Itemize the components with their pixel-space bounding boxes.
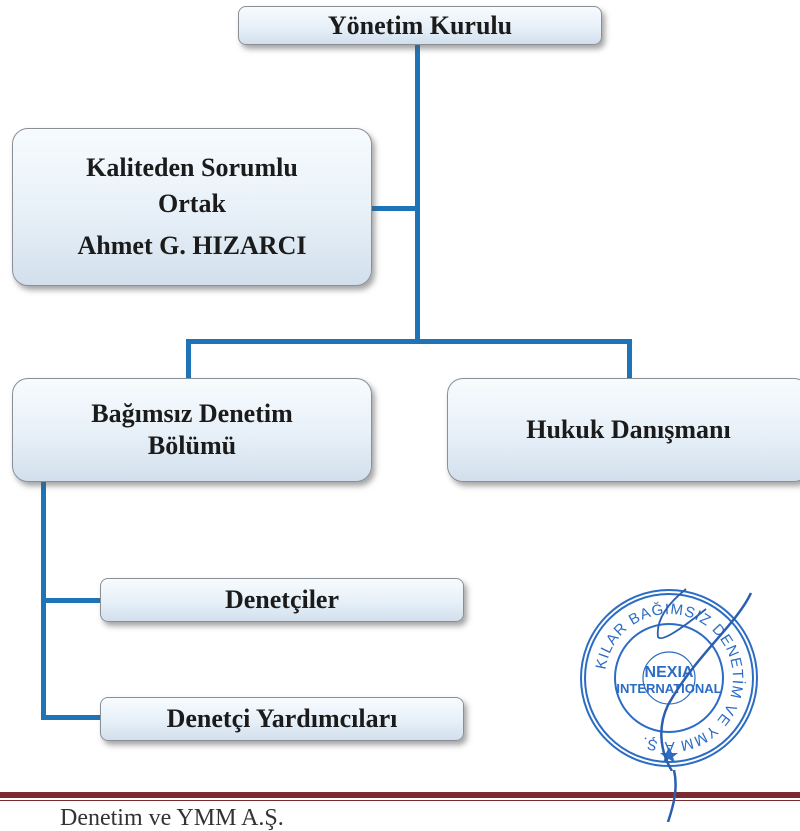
signature-tail xyxy=(666,770,677,822)
connector-audit-drop xyxy=(186,339,191,379)
connector-horizontal-split xyxy=(186,339,632,344)
connector-legal-drop xyxy=(627,339,632,379)
assistant-auditors-label: Denetçi Yardımcıları xyxy=(166,704,398,733)
legal-advisor-label: Hukuk Danışmanı xyxy=(526,415,731,444)
footer-text: Denetim ve YMM A.Ş. xyxy=(60,805,284,831)
quality-partner-line2: Ortak xyxy=(158,189,226,218)
auditors-box: Denetçiler xyxy=(100,578,464,622)
board-label: Yönetim Kurulu xyxy=(327,10,513,40)
assistant-auditors-box: Denetçi Yardımcıları xyxy=(100,697,464,741)
connector-assistant-auditors xyxy=(41,715,101,720)
legal-advisor-box: Hukuk Danışmanı xyxy=(447,378,800,482)
audit-department-box: Bağımsız Denetim Bölümü xyxy=(12,378,372,482)
connector-quality-partner xyxy=(372,206,418,211)
footer-rule xyxy=(0,792,800,798)
audit-department-line1: Bağımsız Denetim xyxy=(91,399,293,428)
connector-board-trunk xyxy=(415,44,420,344)
company-stamp: KILAR BAĞIMSIZ DENETİM VE YMM A.Ş. NEXIA… xyxy=(580,588,758,771)
quality-partner-box: Kaliteden Sorumlu Ortak Ahmet G. HIZARCI xyxy=(12,128,372,286)
quality-partner-name: Ahmet G. HIZARCI xyxy=(77,231,307,260)
signature-path xyxy=(660,592,753,771)
quality-partner-line1: Kaliteden Sorumlu xyxy=(86,153,298,182)
connector-auditors xyxy=(41,598,101,603)
auditors-label: Denetçiler xyxy=(224,585,340,614)
stamp-logo-line1: NEXIA xyxy=(645,664,694,681)
stamp-logo-line2: INTERNATIONAL xyxy=(616,681,721,696)
nexia-logo: NEXIA INTERNATIONAL xyxy=(616,651,722,705)
audit-department-line2: Bölümü xyxy=(147,431,237,460)
board-box: Yönetim Kurulu xyxy=(238,6,602,45)
footer-rule-thin xyxy=(0,800,800,801)
